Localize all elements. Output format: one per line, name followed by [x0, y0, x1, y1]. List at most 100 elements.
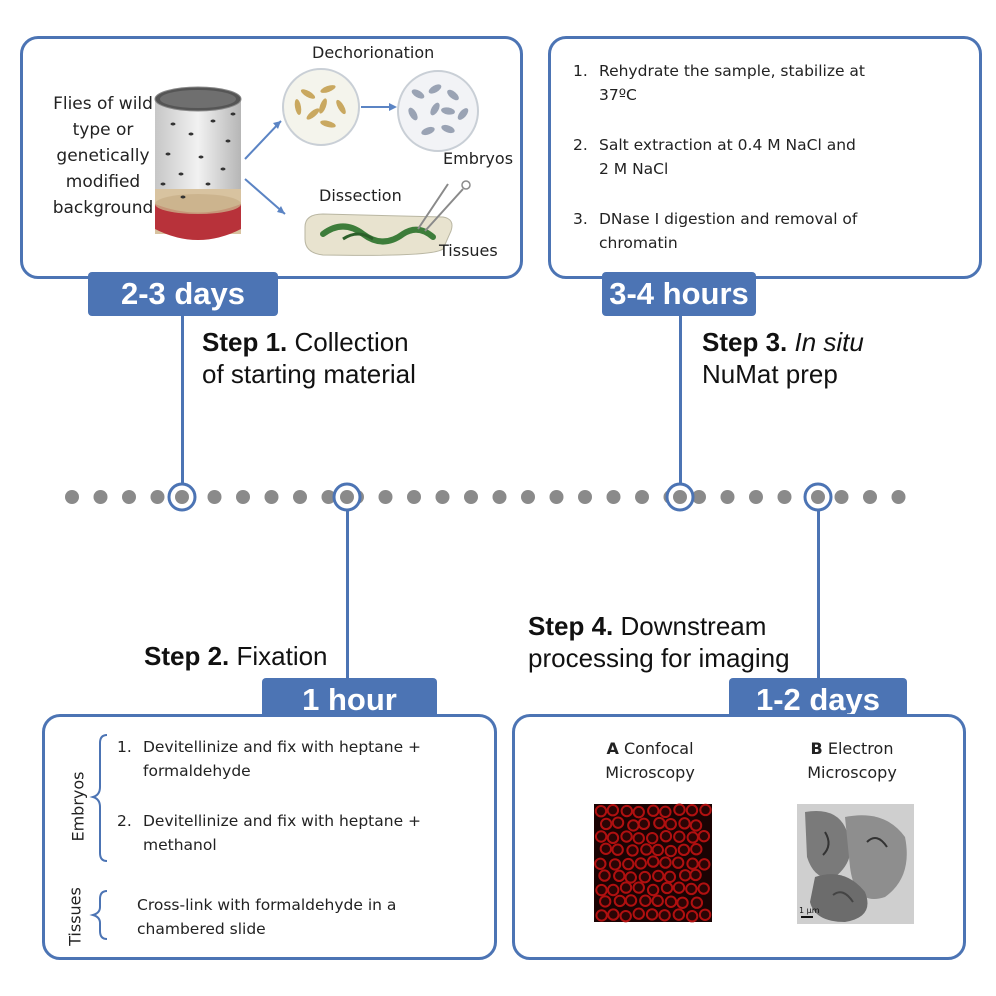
scale-bar-label: 1 µm — [799, 906, 820, 915]
confocal-nucleus — [637, 817, 651, 831]
connector-step2 — [346, 509, 349, 681]
confocal-nucleus — [620, 830, 633, 843]
panel-a-label: A Confocal Microscopy — [605, 739, 695, 782]
confocal-nucleus — [632, 881, 645, 894]
timeline-markers — [167, 482, 833, 512]
confocal-nucleus — [594, 857, 607, 870]
confocal-nucleus — [697, 882, 710, 895]
electron-microscopy-image — [797, 804, 914, 924]
confocal-nucleus — [611, 816, 625, 829]
confocal-nucleus — [663, 870, 677, 884]
confocal-nucleus — [595, 883, 608, 897]
panel-b-label: B Electron Microscopy — [807, 739, 897, 782]
timeline-dot — [321, 490, 336, 504]
timeline-dot — [521, 490, 535, 504]
confocal-nucleus — [651, 894, 664, 908]
confocal-nucleus — [632, 832, 645, 845]
confocal-nucleus — [664, 844, 678, 858]
confocal-nucleus — [611, 843, 624, 856]
timeline-dot — [777, 490, 792, 504]
confocal-nucleus — [690, 896, 704, 909]
confocal-nucleus — [653, 816, 666, 830]
confocal-nucleus — [646, 831, 659, 845]
confocal-nucleus — [594, 830, 608, 843]
confocal-nucleus — [697, 829, 711, 843]
confocal-nucleus — [671, 856, 685, 869]
confocal-nucleus — [647, 804, 660, 817]
confocal-nucleus — [622, 857, 635, 871]
timeline-dot — [834, 490, 849, 504]
timeline-dot — [435, 490, 450, 504]
timeline-dots — [65, 490, 906, 504]
dissection-label: Dissection — [319, 186, 402, 205]
timeline-dot — [122, 490, 136, 504]
confocal-nucleus — [607, 908, 620, 921]
timeline-dot — [378, 490, 393, 504]
confocal-nucleus — [686, 857, 699, 870]
confocal-nucleus — [685, 804, 699, 817]
list-item: 3.DNase I digestion and removal of chrom… — [573, 210, 858, 252]
confocal-nucleus — [658, 909, 671, 922]
fly-vial-illustration — [154, 68, 479, 256]
step2-box: Embryos Tissues 1.Devitellinize and fix … — [42, 714, 497, 960]
timeline-dot — [407, 490, 421, 504]
step3-title: Step 3. In situ NuMat prep — [702, 327, 864, 389]
tissue-text: Cross-link with formaldehyde in a chambe… — [137, 896, 397, 938]
confocal-nucleus — [646, 855, 660, 868]
step3-box: 1.Rehydrate the sample, stabilize at 37º… — [548, 36, 982, 279]
group-brackets — [89, 734, 108, 940]
confocal-nucleus — [632, 805, 645, 819]
timeline-dot — [549, 490, 564, 504]
confocal-nucleus — [639, 894, 652, 907]
timeline-dot — [464, 490, 478, 504]
confocal-nucleus — [606, 804, 620, 817]
confocal-microscopy-image — [594, 803, 712, 923]
connector-step4 — [817, 509, 820, 681]
timeline-dot — [635, 490, 649, 504]
confocal-nucleus — [598, 869, 611, 882]
timeline-dot — [578, 490, 592, 504]
confocal-nucleus — [626, 844, 639, 857]
confocal-nucleus — [606, 831, 620, 845]
confocal-nucleus — [608, 858, 622, 871]
timeline-dot — [863, 490, 877, 504]
confocal-nucleus — [664, 895, 678, 908]
timeline-dot — [749, 490, 763, 504]
step2-title: Step 2. Fixation — [144, 641, 328, 671]
confocal-nucleus — [685, 910, 699, 923]
confocal-nucleus — [599, 842, 613, 855]
confocal-nucleus — [638, 870, 652, 884]
embryos-label: Embryos — [443, 149, 514, 168]
timeline-dot — [93, 490, 108, 504]
confocal-nucleus — [640, 843, 653, 856]
confocal-nucleus — [672, 881, 686, 894]
timeline-dot — [891, 490, 906, 504]
confocal-nucleus — [673, 803, 686, 816]
step3-list: 1.Rehydrate the sample, stabilize at 37º… — [573, 59, 973, 269]
confocal-nucleus — [689, 819, 703, 832]
timeline-dot — [65, 490, 79, 504]
step4-box: A Confocal Microscopy B Electron Microsc… — [512, 714, 966, 960]
confocal-nucleus — [606, 883, 620, 897]
confocal-nucleus — [685, 882, 698, 896]
confocal-nucleus — [690, 843, 703, 856]
confocal-nucleus — [659, 830, 673, 843]
confocal-nucleus — [678, 817, 691, 830]
confocal-nucleus — [598, 895, 612, 908]
timeline-dot — [264, 490, 279, 504]
dechorionation-label: Dechorionation — [312, 43, 435, 62]
connector-step3 — [679, 316, 682, 485]
confocal-nucleus — [620, 804, 634, 818]
confocal-nucleus — [632, 907, 645, 920]
confocal-nucleus — [676, 896, 689, 909]
confocal-nucleus — [634, 857, 647, 870]
step1-box: Flies of wild type or genetically modifi… — [20, 36, 523, 279]
confocal-nucleus — [613, 869, 626, 883]
confocal-nucleus — [659, 856, 672, 869]
confocal-nucleus — [660, 881, 674, 895]
confocal-nucleus — [677, 843, 691, 857]
timeline-dot — [236, 490, 250, 504]
timeline-dot — [207, 490, 222, 504]
step1-title: Step 1. Collection of starting material — [202, 327, 416, 389]
confocal-nucleus — [595, 909, 608, 922]
